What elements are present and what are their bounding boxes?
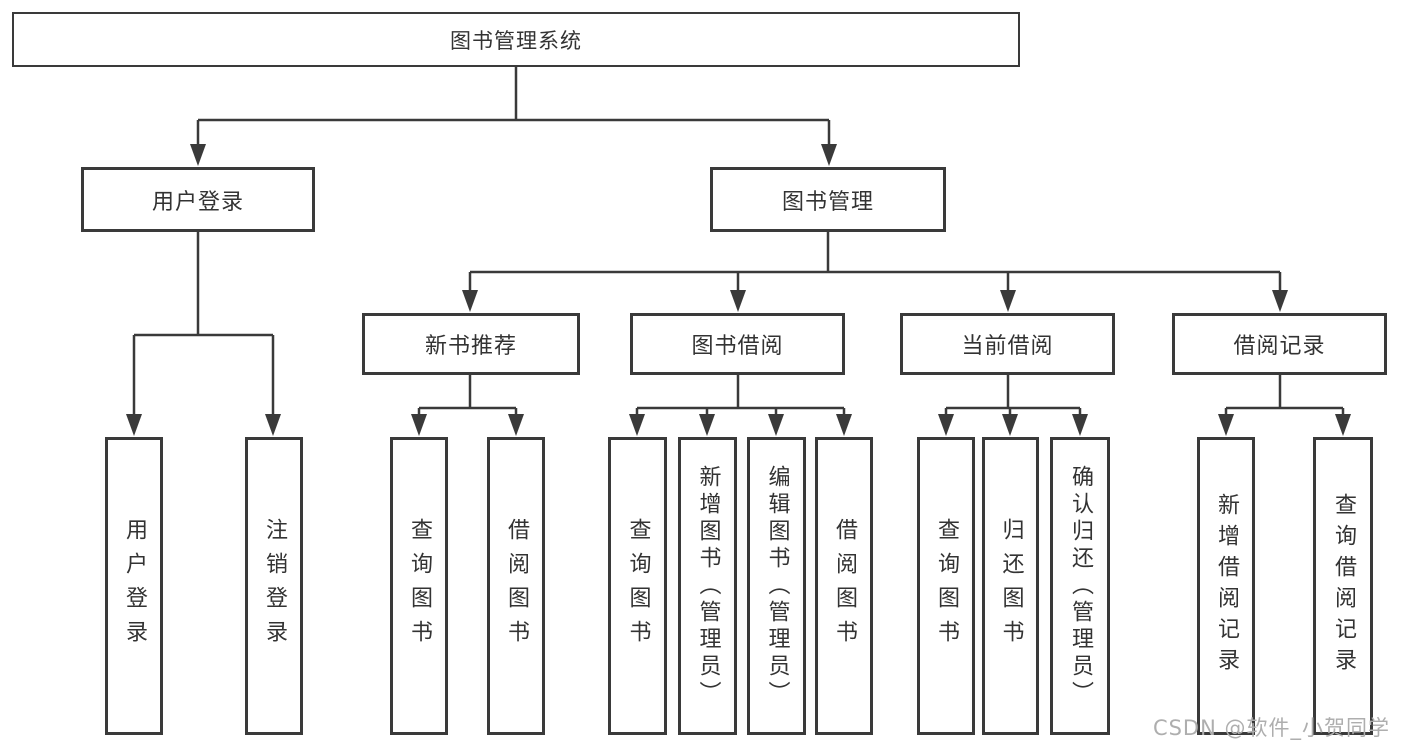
leaf-label: 用户登录 — [122, 518, 147, 654]
arrow-icon — [508, 414, 524, 436]
leaf-label: 新增图书（管理员） — [695, 464, 721, 708]
leaf-label: 新增借阅记录 — [1214, 493, 1239, 679]
leaf-query-books-2: 查询图书 — [608, 437, 667, 735]
leaf-label: 查询图书 — [934, 518, 959, 654]
leaf-borrow-books-1: 借阅图书 — [487, 437, 545, 735]
leaf-label: 归还图书 — [998, 518, 1024, 654]
leaf-label: 查询借阅记录 — [1331, 493, 1356, 679]
arrow-icon — [126, 414, 142, 436]
node-root-system: 图书管理系统 — [12, 12, 1020, 67]
arrow-icon — [265, 414, 281, 436]
leaf-label: 确认归还（管理员） — [1068, 464, 1093, 708]
leaf-query-books-3: 查询图书 — [917, 437, 975, 735]
leaf-edit-book-admin: 编辑图书（管理员） — [747, 437, 806, 735]
arrow-icon — [730, 290, 746, 312]
leaf-confirm-return-admin: 确认归还（管理员） — [1050, 437, 1110, 735]
leaf-label: 查询图书 — [407, 518, 432, 654]
arrow-icon — [1218, 414, 1234, 436]
leaf-label: 借阅图书 — [832, 518, 857, 654]
leaf-logout: 注销登录 — [245, 437, 303, 735]
leaf-query-books-1: 查询图书 — [390, 437, 448, 735]
arrow-icon — [821, 144, 837, 166]
arrow-icon — [768, 414, 784, 436]
leaf-add-book-admin: 新增图书（管理员） — [678, 437, 737, 735]
leaf-label: 查询图书 — [625, 518, 651, 654]
leaf-return-book: 归还图书 — [982, 437, 1039, 735]
leaf-query-borrow-record: 查询借阅记录 — [1313, 437, 1373, 735]
leaf-label: 注销登录 — [262, 518, 287, 654]
leaf-label: 编辑图书（管理员） — [764, 464, 790, 708]
arrow-icon — [836, 414, 852, 436]
arrow-icon — [190, 144, 206, 166]
arrow-icon — [1072, 414, 1088, 436]
arrow-icon — [1272, 290, 1288, 312]
leaf-user-login: 用户登录 — [105, 437, 163, 735]
arrow-icon — [462, 290, 478, 312]
arrow-icon — [938, 414, 954, 436]
arrow-icon — [699, 414, 715, 436]
arrow-icon — [1335, 414, 1351, 436]
node-borrow-records: 借阅记录 — [1172, 313, 1387, 375]
arrowheads — [126, 144, 1351, 436]
node-user-login: 用户登录 — [81, 167, 315, 232]
node-book-borrow: 图书借阅 — [630, 313, 845, 375]
arrow-icon — [1002, 414, 1018, 436]
node-new-book-recommend: 新书推荐 — [362, 313, 580, 375]
arrow-icon — [411, 414, 427, 436]
leaf-borrow-books-2: 借阅图书 — [815, 437, 873, 735]
leaf-add-borrow-record: 新增借阅记录 — [1197, 437, 1255, 735]
node-current-borrow: 当前借阅 — [900, 313, 1115, 375]
leaf-label: 借阅图书 — [504, 518, 529, 654]
node-book-management: 图书管理 — [710, 167, 946, 232]
csdn-watermark: CSDN @软件_小贺同学 — [1152, 716, 1390, 740]
arrow-icon — [629, 414, 645, 436]
arrow-icon — [1000, 290, 1016, 312]
